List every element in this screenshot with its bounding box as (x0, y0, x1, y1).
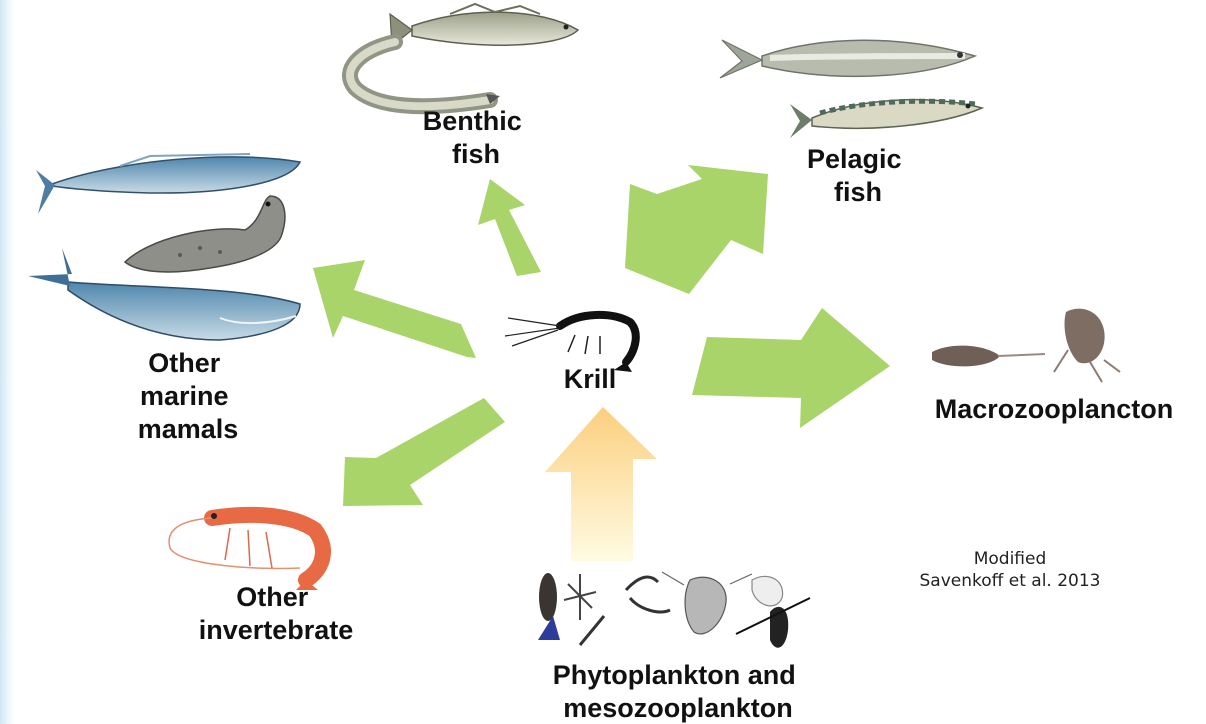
whale-icon (36, 154, 300, 214)
credit-line-2: Savenkoff et al. 2013 (900, 570, 1120, 592)
arrow-from-plankton (545, 407, 657, 561)
label-mammals-line-3: mamals (138, 414, 239, 444)
plankton-icon (538, 572, 810, 648)
label-other-marine-mammals: Other marine mamals (138, 348, 239, 444)
shrimp-icon (169, 513, 323, 590)
label-benthic-fish: Benthic fish (423, 106, 530, 169)
arrow-to-marine-mammals (313, 260, 476, 358)
label-pelagic-fish: Pelagic fish (807, 144, 909, 207)
seal-icon (125, 196, 285, 272)
credit-line-1: Modified (900, 548, 1120, 570)
label-benthic-line-2: fish (452, 139, 500, 169)
label-pelagic-line-2: fish (834, 177, 882, 207)
label-benthic-line-1: Benthic (423, 106, 522, 136)
label-pelagic-line-1: Pelagic (807, 144, 902, 174)
herring-icon (720, 40, 975, 78)
source-credit: Modified Savenkoff et al. 2013 (900, 548, 1120, 592)
label-macrozooplancton: Macrozooplancton (935, 394, 1174, 424)
label-plankton-line-1: Phytoplankton and (553, 660, 796, 690)
label-plankton-line-2: mesozooplankton (563, 693, 793, 723)
label-invertebrate-line-1: Other (236, 582, 309, 612)
mackerel-icon (790, 100, 982, 138)
arrow-to-macrozooplancton (692, 308, 890, 428)
arrow-to-pelagic-fish (625, 165, 768, 294)
arrow-to-benthic-fish (478, 179, 541, 276)
label-mammals-line-2: marine (140, 381, 229, 411)
label-mammals-line-1: Other (148, 348, 221, 378)
label-krill: Krill (564, 364, 617, 394)
label-invertebrate-line-2: invertebrate (199, 615, 354, 645)
label-phytoplankton-mesozooplankton: Phytoplankton and mesozooplankton (553, 660, 804, 723)
amphipod-icon (932, 309, 1120, 382)
label-other-invertebrate: Other invertebrate (199, 582, 354, 645)
arrow-to-other-invertebrate (343, 398, 505, 506)
cod-icon (350, 4, 578, 106)
